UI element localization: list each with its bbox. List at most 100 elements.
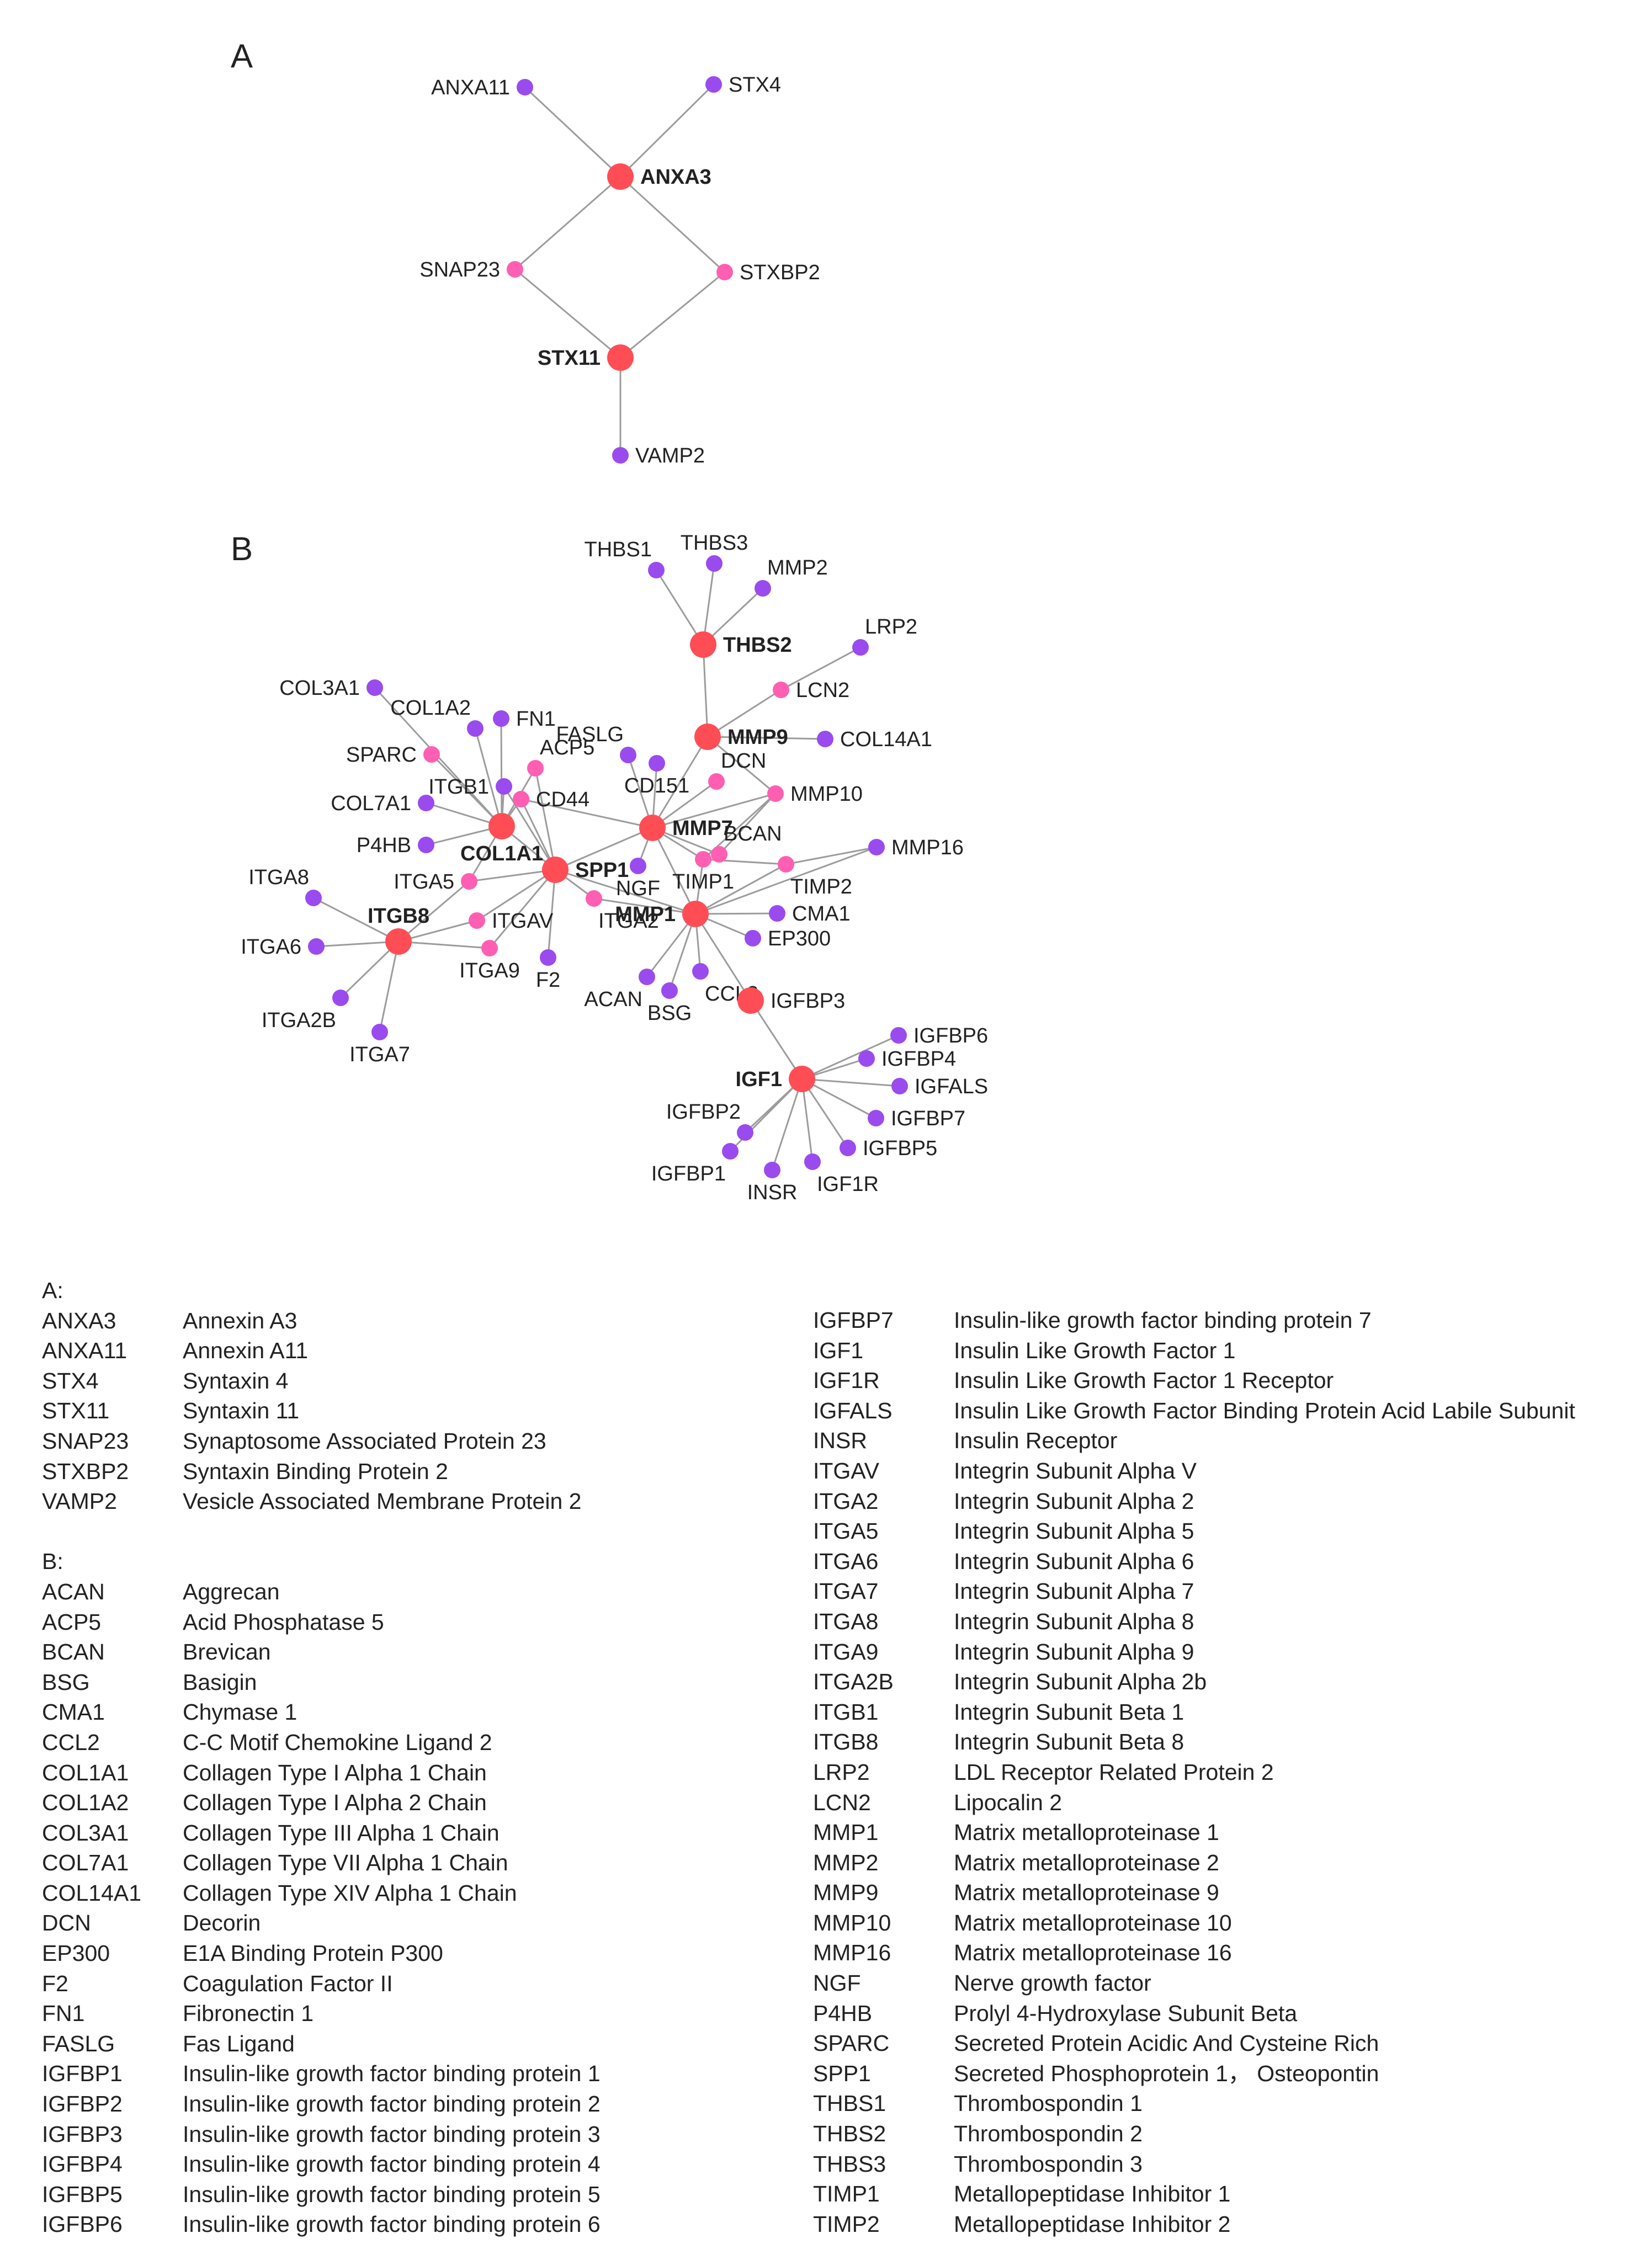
legend-symbol: ITGB1 [813, 1699, 879, 1725]
legend-symbol: IGFALS [813, 1397, 893, 1423]
edge-itgb8-itga2b [339, 940, 400, 999]
node-ngf [630, 858, 646, 874]
node-insr [764, 1162, 780, 1178]
legend-symbol: ACP5 [42, 1609, 102, 1635]
legend-symbol: IGF1 [813, 1337, 864, 1363]
edge-mmp1-igfbp3 [694, 913, 752, 1001]
edge-igf1-igfals [801, 1078, 900, 1087]
node-label-vamp2: VAMP2 [635, 444, 705, 467]
legend-symbol: IGFBP1 [42, 2061, 123, 2087]
node-col7a1 [418, 795, 434, 811]
node-label-thbs1: THBS1 [585, 538, 652, 561]
node-label-p4hb: P4HB [357, 834, 411, 857]
node-cd44 [513, 791, 529, 807]
legend-symbol: MMP16 [813, 1940, 891, 1966]
legend-gene-name: Insulin-like growth factor binding prote… [183, 2121, 601, 2147]
edge-snap23-stx11 [514, 268, 621, 359]
edge-mmp9-col14a1 [707, 736, 826, 740]
legend-gene-name: Matrix metalloproteinase 16 [954, 1940, 1232, 1966]
legend-symbol: ITGA9 [813, 1639, 879, 1665]
node-label-mmp2: MMP2 [767, 556, 828, 579]
edge-igf1-igf1r [801, 1078, 814, 1162]
legend-gene-name: Matrix metalloproteinase 1 [954, 1820, 1219, 1846]
node-stx11 [607, 344, 634, 371]
legend-gene-name: Secreted Phosphoprotein 1， Osteopontin [954, 2060, 1379, 2086]
legend-gene-name: Metallopeptidase Inhibitor 2 [954, 2211, 1231, 2237]
legend-gene-name: Integrin Subunit Alpha 8 [954, 1608, 1194, 1634]
edge-itgb8-itga9 [398, 940, 490, 949]
node-bsg [661, 982, 678, 999]
node-label-spp1: SPP1 [575, 859, 629, 882]
legend-gene-name: Aggrecan [183, 1578, 280, 1604]
legend-symbol: VAMP2 [42, 1488, 117, 1514]
edge-anxa3-stxbp2 [619, 176, 726, 273]
node-mmp1 [682, 901, 709, 927]
legend-gene-name: Collagen Type I Alpha 1 Chain [183, 1759, 487, 1785]
legend-gene-name: E1A Binding Protein P300 [183, 1940, 443, 1966]
edge-thbs2-mmp2 [702, 587, 764, 646]
node-mmp10 [767, 785, 784, 802]
edge-igf1-igfbp6 [801, 1034, 899, 1080]
node-vamp2 [612, 447, 629, 464]
edge-col1a1-sparc [431, 753, 503, 827]
legend-gene-name: Integrin Subunit Beta 8 [954, 1729, 1184, 1755]
legend-symbol: IGF1R [813, 1368, 880, 1394]
legend-gene-name: Integrin Subunit Beta 1 [954, 1699, 1184, 1725]
legend-symbol: LRP2 [813, 1759, 870, 1785]
legend-symbol: STXBP2 [42, 1458, 129, 1484]
node-label-ngf: NGF [616, 877, 660, 900]
node-lcn2 [773, 682, 789, 698]
edges-layer [313, 83, 900, 1171]
legend-symbol: ANXA11 [42, 1338, 128, 1364]
legend-gene-name: Collagen Type III Alpha 1 Chain [183, 1820, 500, 1846]
legend-gene-name: Chymase 1 [183, 1699, 298, 1725]
edge-spp1-itga5 [469, 869, 556, 882]
node-label-itga6: ITGA6 [241, 935, 301, 959]
legend-row: ACAN Aggrecan [42, 1577, 804, 1607]
legend-symbol: ITGA5 [813, 1518, 879, 1544]
panel-a-letter: A [231, 38, 253, 75]
node-label-igfbp3: IGFBP3 [771, 990, 845, 1013]
edge-mmp9-mmp10 [707, 736, 776, 795]
legend-symbol: THBS2 [813, 2121, 886, 2147]
edge-mmp1-acan [646, 913, 697, 977]
node-snap23 [507, 261, 523, 278]
node-label-itgav: ITGAV [492, 910, 554, 933]
edge-col1a1-fn1 [500, 718, 503, 827]
edge-spp1-mmp7 [555, 827, 653, 871]
legend-gene-name: Integrin Subunit Alpha 9 [954, 1639, 1194, 1665]
edge-mmp9-lcn2 [707, 689, 782, 738]
edge-lcn2-lrp2 [780, 646, 861, 691]
edge-igfbp3-igf1 [750, 1000, 803, 1080]
node-label-igfbp7: IGFBP7 [891, 1107, 965, 1130]
legend-symbol: ITGA2B [813, 1669, 894, 1695]
legend-gene-name: C-C Motif Chemokine Ligand 2 [183, 1729, 492, 1755]
legend-gene-name: Lipocalin 2 [954, 1789, 1063, 1815]
legend-symbol: ACAN [42, 1578, 105, 1604]
node-label-timp1: TIMP1 [672, 870, 734, 894]
